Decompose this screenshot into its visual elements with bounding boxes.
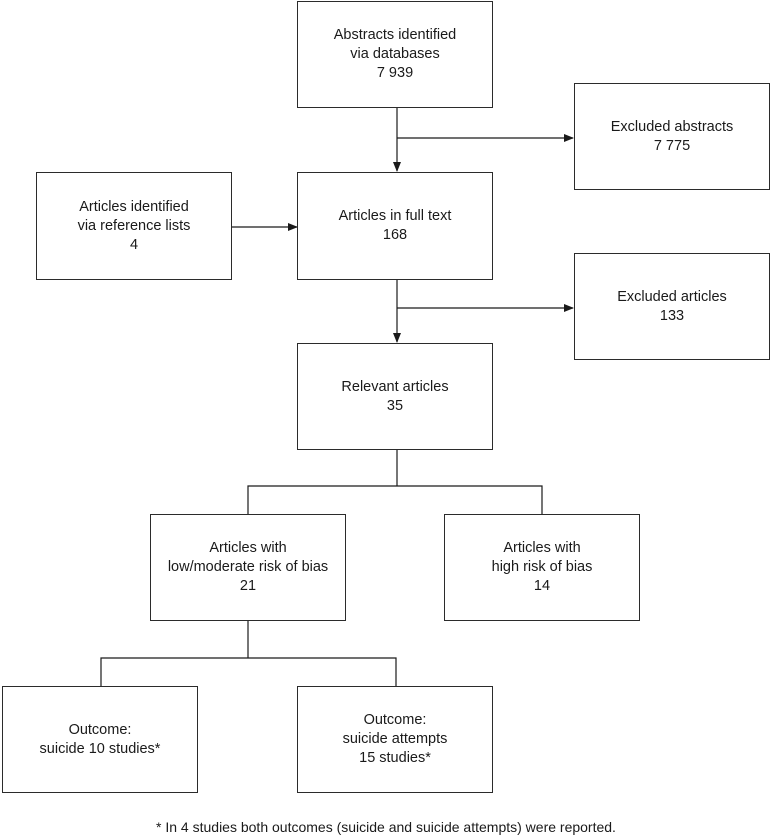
- box-text-line: Outcome:: [363, 712, 427, 728]
- box-text-line: high risk of bias: [491, 559, 593, 575]
- box-text-line: Articles with: [503, 540, 581, 556]
- box-text-line: Excluded abstracts: [610, 118, 734, 135]
- box-text-line: via reference lists: [77, 217, 191, 234]
- box-count: 14: [533, 578, 551, 594]
- split-low-moderate-branches: [100, 657, 397, 686]
- box-count: 168: [382, 227, 408, 243]
- excluded-articles-box: Excluded articles 133: [574, 253, 770, 360]
- box-count: 7 939: [376, 65, 414, 81]
- box-text-line: Excluded articles: [617, 288, 727, 305]
- box-count: 35: [386, 397, 404, 414]
- abstracts-identified-box: Abstracts identified via databases 7 939: [297, 1, 493, 108]
- high-bias-box: Articles with high risk of bias 14: [444, 514, 640, 621]
- articles-full-text-box: Articles in full text 168: [297, 172, 493, 280]
- box-count: 21: [239, 578, 257, 594]
- low-moderate-bias-box: Articles with low/moderate risk of bias …: [150, 514, 346, 621]
- box-count: 15 studies*: [359, 750, 431, 766]
- box-text-line: Outcome:: [68, 721, 132, 738]
- footnote: * In 4 studies both outcomes (suicide an…: [156, 819, 616, 835]
- box-count: 133: [659, 307, 685, 324]
- relevant-articles-box: Relevant articles 35: [297, 343, 493, 450]
- excluded-abstracts-box: Excluded abstracts 7 775: [574, 83, 770, 190]
- box-text-line: Articles with: [209, 540, 287, 556]
- split-relevant-branches: [247, 485, 543, 514]
- box-text-line: Articles identified: [79, 198, 189, 215]
- box-text-line: Abstracts identified: [333, 27, 457, 43]
- box-text-line: low/moderate risk of bias: [167, 559, 329, 575]
- box-text-line: Articles in full text: [338, 208, 452, 224]
- box-text-line: suicide attempts: [342, 731, 448, 747]
- box-count: 7 775: [653, 137, 691, 154]
- outcome-suicide-box: Outcome: suicide 10 studies*: [2, 686, 198, 793]
- box-count: 4: [129, 236, 139, 253]
- box-text-line: suicide 10 studies*: [39, 740, 161, 757]
- box-text-line: Relevant articles: [341, 378, 449, 395]
- articles-reference-lists-box: Articles identified via reference lists …: [36, 172, 232, 280]
- box-text-line: via databases: [350, 46, 440, 62]
- outcome-attempts-box: Outcome: suicide attempts 15 studies*: [297, 686, 493, 793]
